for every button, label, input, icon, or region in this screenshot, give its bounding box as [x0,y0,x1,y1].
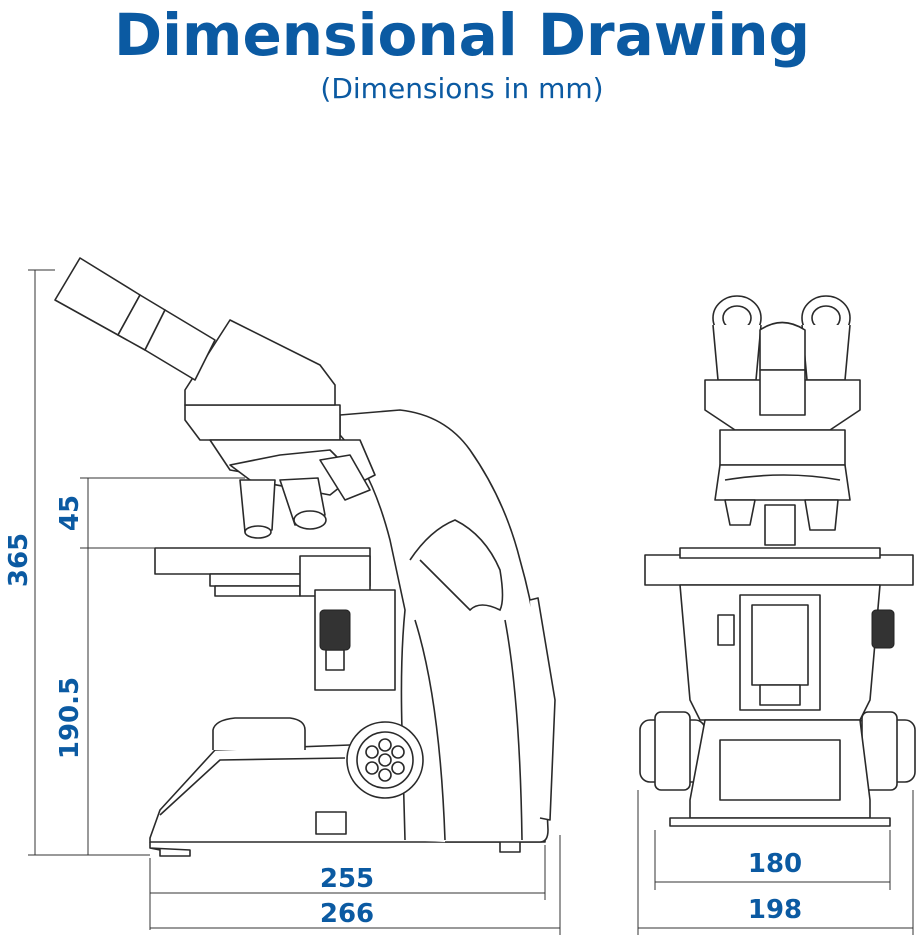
dim-width-total-front: 198 [748,895,802,925]
front-dimension-lines [637,790,914,935]
dim-width-base-side: 255 [320,864,374,894]
side-view-microscope [54,257,556,857]
dim-width-total-side: 266 [320,899,374,929]
side-dimension-lines [28,269,561,935]
dim-width-base-front: 180 [748,849,802,879]
front-view-microscope [639,295,916,827]
dim-height-stage-focus: 45 [55,495,85,531]
dim-height-total: 365 [4,533,34,587]
page-title: Dimensional Drawing [114,1,810,69]
page-subtitle: (Dimensions in mm) [320,72,604,105]
dim-height-base: 190.5 [55,677,85,759]
